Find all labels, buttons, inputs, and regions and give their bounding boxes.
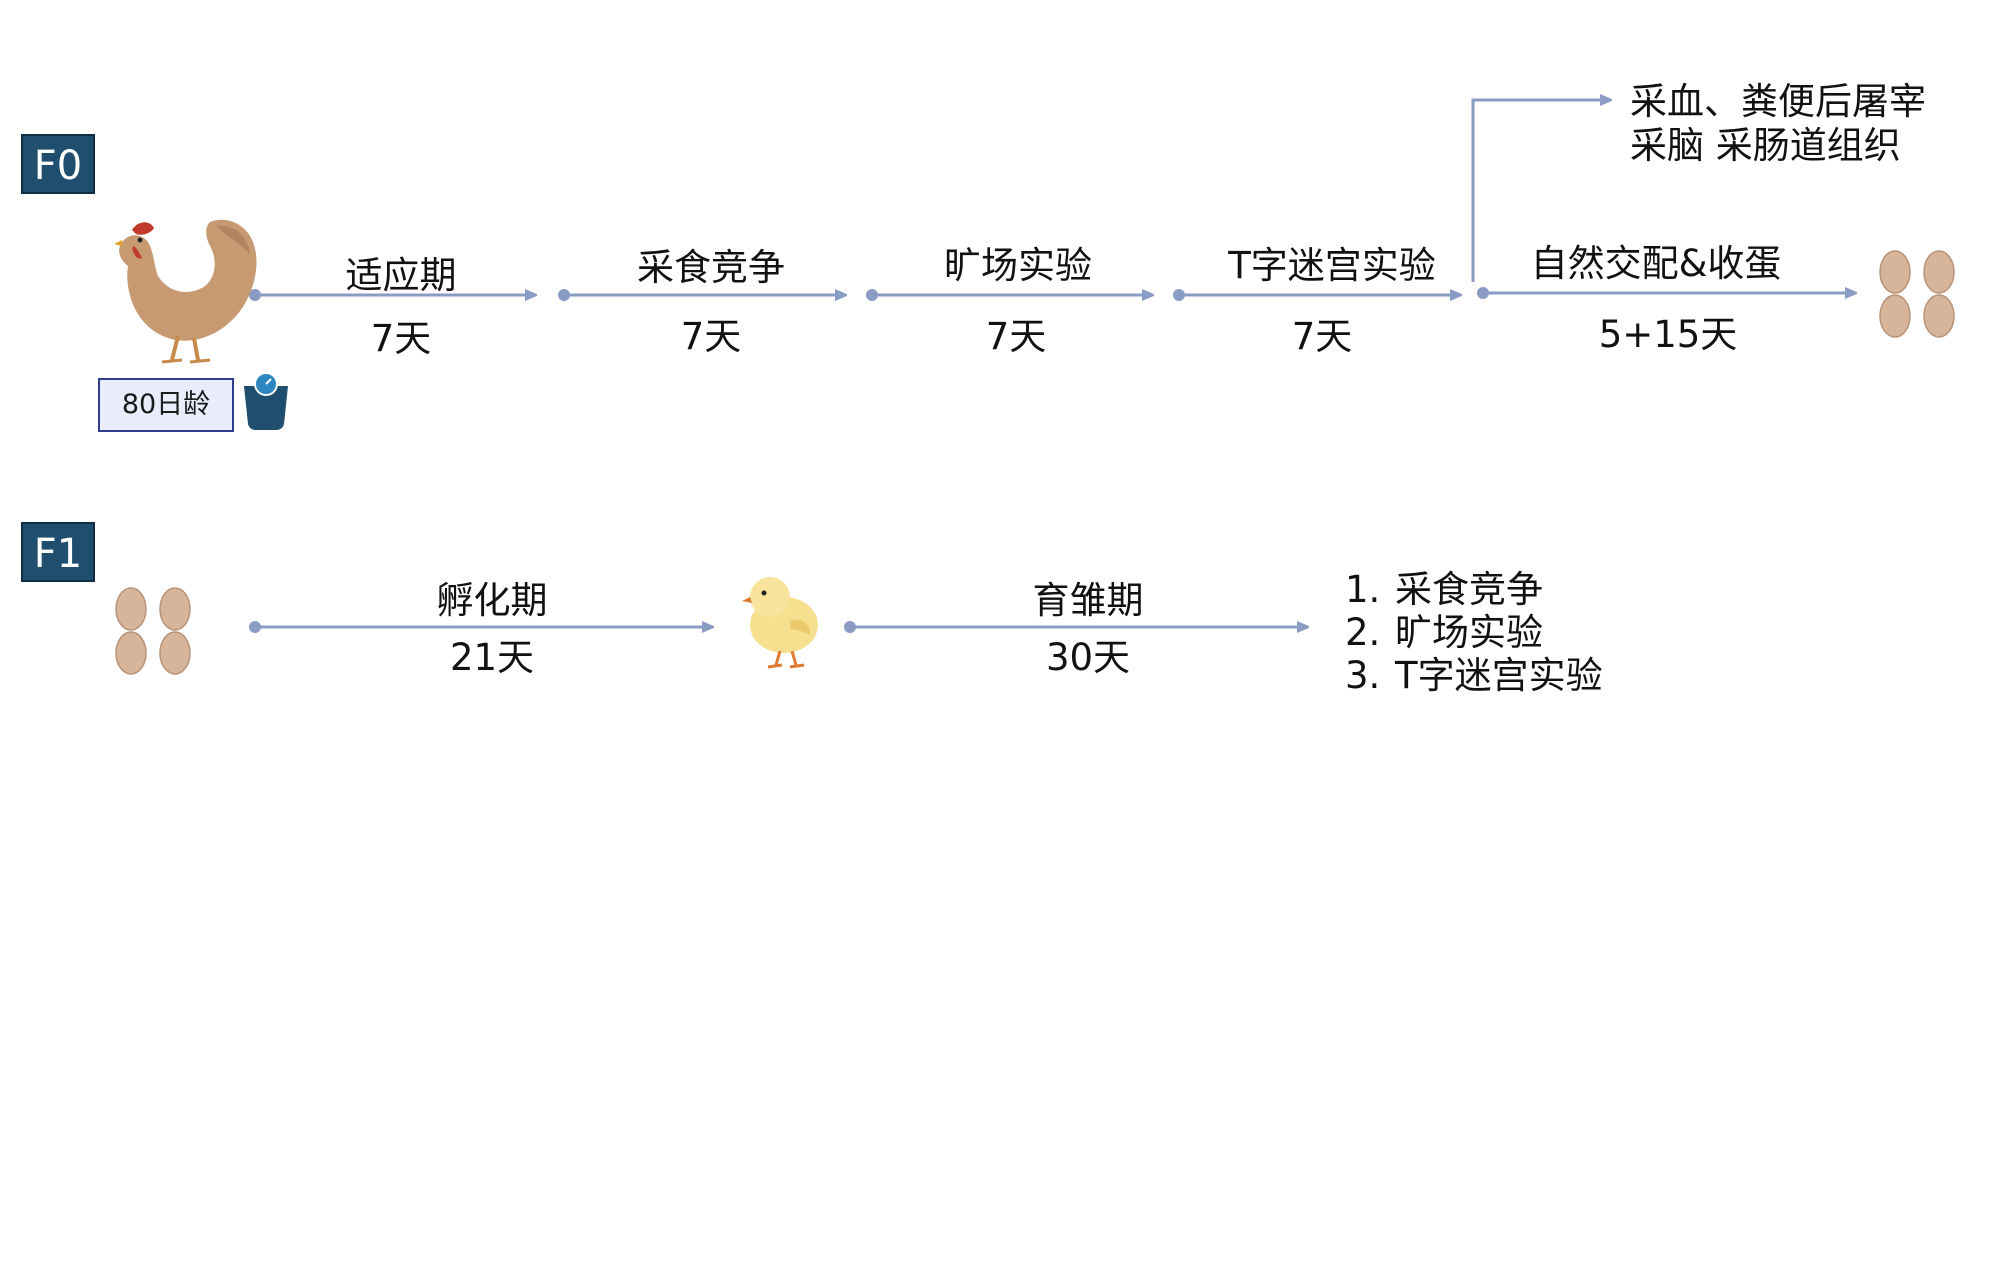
branch-note-line-1: 采血、粪便后屠宰 <box>1630 80 1926 123</box>
f0-stage-2-duration: 7天 <box>680 315 742 358</box>
list-item: 2.旷场实验 <box>1345 611 1543 654</box>
f0-arrow-1 <box>249 289 535 301</box>
f0-stage-3-title: 旷场实验 <box>944 244 1092 287</box>
age-label-box: 80日龄 <box>98 378 234 432</box>
f0-arrow-2 <box>558 289 845 301</box>
f1-badge: F1 <box>21 522 95 582</box>
f1-stage-2-title: 育雏期 <box>1032 579 1144 622</box>
f0-arrows <box>249 100 1855 301</box>
f0-stage-4-title: T字迷宫实验 <box>1228 244 1436 287</box>
f1-arrow-2 <box>844 621 1307 633</box>
f0-stage-2-title: 采食竞争 <box>637 246 785 289</box>
f1-arrows <box>249 621 1307 633</box>
f0-arrow-5 <box>1477 287 1855 299</box>
f0-stage-3-duration: 7天 <box>985 315 1047 358</box>
f0-branch-arrow <box>1471 100 1610 282</box>
branch-note: 采血、粪便后屠宰 采脑 采肠道组织 <box>1630 80 1926 168</box>
list-item: 3.T字迷宫实验 <box>1345 654 1603 697</box>
chick-icon <box>742 577 818 669</box>
hen-icon <box>114 219 257 364</box>
eggs-icon <box>1879 250 1955 338</box>
branch-note-line-2: 采脑 采肠道组织 <box>1630 124 1901 167</box>
f0-stage-4-duration: 7天 <box>1291 315 1353 358</box>
f0-stage-5-duration: 5+15天 <box>1598 313 1738 356</box>
f1-stage-1-duration: 21天 <box>449 636 535 679</box>
f0-stage-1-title: 适应期 <box>345 254 457 297</box>
f1-arrow-1 <box>249 621 712 633</box>
list-item: 1.采食竞争 <box>1345 568 1543 611</box>
f0-badge: F0 <box>21 134 95 194</box>
f0-stage-5-title: 自然交配&收蛋 <box>1530 242 1782 285</box>
f0-stage-1-duration: 7天 <box>370 317 432 360</box>
f0-arrow-4 <box>1173 289 1460 301</box>
f0-arrow-3 <box>866 289 1152 301</box>
scale-icon <box>244 372 288 430</box>
f1-stage-2-duration: 30天 <box>1045 636 1131 679</box>
f1-outcome-list: 1.采食竞争 2.旷场实验 3.T字迷宫实验 <box>1345 568 1603 697</box>
eggs-icon <box>115 587 191 675</box>
f1-stage-1-title: 孵化期 <box>436 579 548 622</box>
